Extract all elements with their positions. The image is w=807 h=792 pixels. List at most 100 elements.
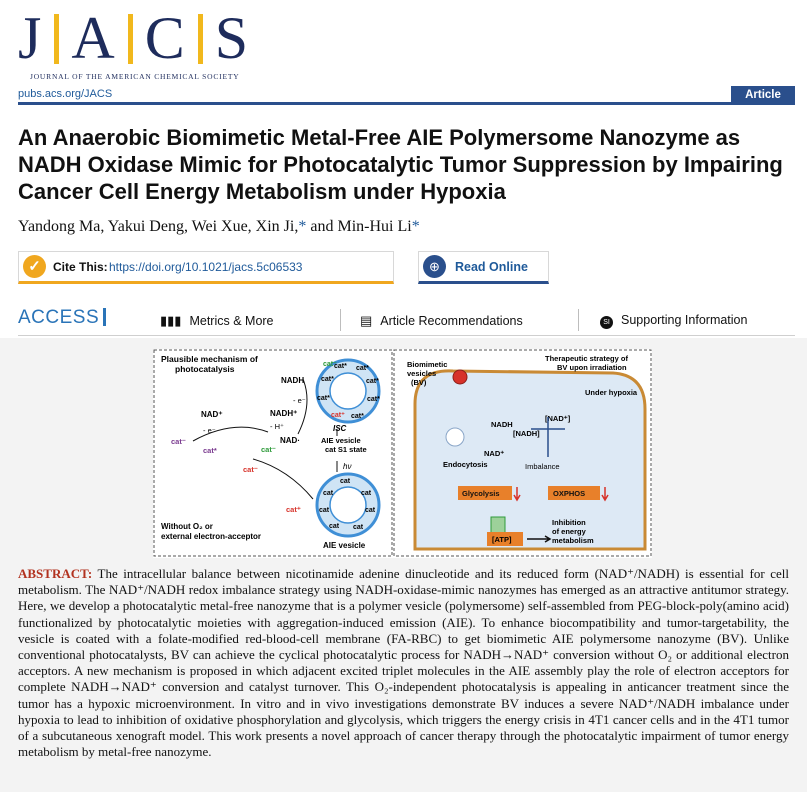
label-cat: cat: [323, 490, 334, 497]
label-cat-star: cat*: [321, 376, 334, 383]
logo-letter-c: C: [144, 5, 186, 71]
label-cat-plus: cat⁺: [286, 505, 301, 514]
article-type-badge: Article: [731, 86, 795, 105]
oxphos-box: [548, 486, 600, 500]
label-endocytosis: Endocytosis: [443, 460, 488, 469]
label-minus-h: - H⁺: [270, 422, 284, 431]
document-icon: ▤: [360, 313, 373, 328]
cell-membrane: [413, 369, 647, 551]
arrow-nadh: [297, 378, 308, 435]
article-recommendations-label: Article Recommendations: [380, 314, 523, 328]
metrics-more-label: Metrics & More: [189, 314, 274, 328]
supporting-information-tab[interactable]: SI Supporting Information: [600, 313, 747, 329]
logo-letter-a: A: [71, 5, 116, 71]
author-list: Yandong Ma, Yakui Deng, Wei Xue, Xin Ji,…: [18, 218, 420, 236]
label-cat: cat: [353, 524, 364, 531]
endosome: [445, 427, 465, 447]
journal-tagline: JOURNAL OF THE AMERICAN CHEMICAL SOCIETY: [30, 72, 240, 81]
arrow-nad: [192, 426, 269, 442]
vesicle-top-core: [329, 372, 367, 410]
logo-letter-s: S: [214, 5, 250, 71]
tab-divider: [578, 309, 579, 331]
access-label: ACCESS: [18, 307, 100, 328]
read-online-button[interactable]: ⊕ Read Online: [418, 251, 549, 284]
label-nadh: NADH: [281, 376, 304, 385]
logo-separator: [127, 14, 133, 64]
logo-letter-j: J: [18, 5, 43, 71]
supporting-information-label: Supporting Information: [621, 313, 748, 327]
label-imbalance: Imbalance: [525, 462, 560, 471]
logo-separator: [197, 14, 203, 64]
label-cat-star: cat*: [367, 396, 380, 403]
label-cat: cat: [329, 523, 340, 530]
abstract-heading: ABSTRACT:: [18, 566, 93, 581]
read-online-label: Read Online: [455, 260, 528, 274]
metrics-more-tab[interactable]: ▮▮▮ Metrics & More: [160, 313, 274, 329]
arrow-inhibition: [527, 535, 552, 543]
label-cat-star: cat*: [351, 413, 364, 420]
label-hv: hν: [343, 462, 351, 471]
label-atp: [ATP]: [492, 535, 512, 544]
down-arrow-icon: [601, 487, 609, 502]
label-nad-bracket: [NAD⁺]: [545, 414, 571, 423]
article-type-rule: [18, 102, 795, 105]
cite-this-label: Cite This:: [53, 260, 108, 274]
label-nad-radical: NAD·: [280, 436, 300, 445]
label-nadh-bracket: [NADH]: [513, 429, 540, 438]
label-cat: cat: [319, 507, 330, 514]
label-cat-plus: cat⁺: [331, 412, 345, 419]
label-aie-vesicle: AIE vesicle: [323, 541, 366, 550]
cite-this-box[interactable]: ✓ Cite This: https://doi.org/10.1021/jac…: [18, 251, 394, 284]
balance-scale-icon: [531, 417, 565, 457]
label-cat: cat: [361, 490, 372, 497]
label-cat-star: cat*: [334, 363, 347, 370]
label-oxphos: OXPHOS: [553, 489, 585, 498]
label-cat-star: cat*: [203, 446, 217, 455]
label-nad-plus: NAD⁺: [201, 410, 223, 419]
label-cat-star: cat*: [356, 365, 369, 372]
tab-divider: [340, 309, 341, 331]
author-names: Yandong Ma, Yakui Deng, Wei Xue, Xin Ji,: [18, 218, 299, 235]
author-last: and Min-Hui Li: [306, 218, 412, 235]
atp-box: [487, 532, 523, 546]
abstract-body: The intracellular balance between nicoti…: [18, 566, 790, 760]
corresponding-author-mark[interactable]: *: [298, 218, 307, 235]
vesicle-bottom-core: [329, 486, 367, 524]
label-isc: ISC: [333, 424, 347, 433]
abstract: ABSTRACT: The intracellular balance betw…: [18, 566, 789, 760]
label-cat-star: cat*: [317, 395, 330, 402]
glycolysis-box: [458, 486, 512, 500]
doi-link[interactable]: https://doi.org/10.1021/jacs.5c06533: [109, 260, 303, 274]
label-glycolysis: Glycolysis: [462, 489, 500, 498]
article-title: An Anaerobic Biomimetic Metal-Free AIE P…: [18, 125, 783, 204]
label-nadh-plus: NADH⁺: [270, 409, 297, 418]
bv-particle: [452, 369, 468, 385]
corresponding-author-mark[interactable]: *: [411, 218, 420, 235]
down-arrow-icon: [513, 487, 521, 502]
access-heading: ACCESS: [18, 307, 107, 329]
journal-url-link[interactable]: pubs.acs.org/JACS: [18, 88, 113, 100]
label-cat: cat: [365, 507, 376, 514]
logo-separator: [54, 14, 60, 64]
label-nad-plus: NAD⁺: [484, 449, 504, 458]
bar-chart-icon: ▮▮▮: [160, 313, 182, 328]
arrow-cat: [252, 458, 314, 500]
label-minus-e: - e⁻: [203, 426, 216, 435]
si-icon: SI: [600, 316, 613, 329]
globe-icon: ⊕: [423, 255, 446, 278]
article-recommendations-tab[interactable]: ▤ Article Recommendations: [360, 313, 523, 329]
label-cat: cat: [340, 478, 351, 485]
label-cat-minus: cat⁻: [171, 437, 186, 446]
checkmark-icon: ✓: [23, 255, 46, 278]
label-cat-minus: cat⁻: [323, 361, 337, 368]
label-under-hypoxia: Under hypoxia: [585, 388, 638, 397]
